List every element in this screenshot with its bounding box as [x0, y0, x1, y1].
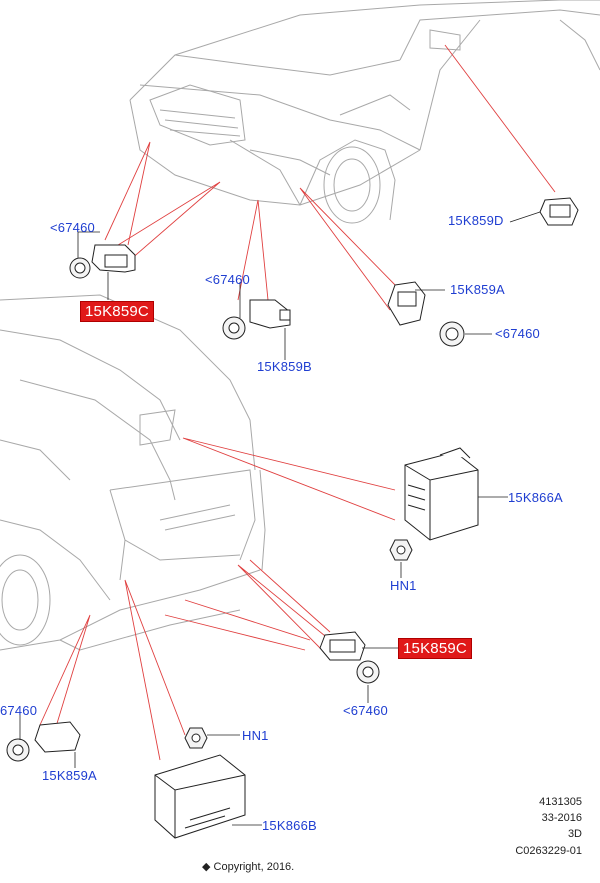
diagram-ref-number: 4131305: [539, 796, 582, 808]
callout-67460-front-left: <67460: [50, 220, 95, 235]
callout-67460-rear-right: <67460: [343, 703, 388, 718]
sensor-15k859d: [539, 197, 579, 226]
leader-lines: [39, 44, 556, 761]
callout-15k859a-bottom: 15K859A: [42, 768, 97, 783]
callout-15k866a: 15K866A: [508, 490, 563, 505]
callout-67460-front-center: <67460: [205, 272, 250, 287]
rear-vehicle-outline: [0, 294, 266, 651]
sensor-15k859c-bottom: [319, 631, 380, 684]
sensor-15k859c-top: [69, 244, 136, 279]
callout-15k859c-bottom: 15K859C: [398, 638, 472, 659]
diagram-id: C0263229-01: [515, 845, 582, 857]
callout-67460-rear-left: 67460: [0, 703, 38, 718]
module-15k866b: [154, 754, 246, 839]
callout-67460-front-right: <67460: [495, 326, 540, 341]
callout-hn1-bottom: HN1: [242, 728, 269, 743]
copyright-notice: ◆ Copyright, 2016.: [202, 861, 295, 873]
sensor-15k859a-top: [387, 281, 465, 347]
callout-15k859b: 15K859B: [257, 359, 312, 374]
sensor-15k859b: [222, 299, 291, 340]
callout-15k859d: 15K859D: [448, 213, 504, 228]
nut-hn1-bottom: [184, 727, 208, 749]
callout-15k859c-top: 15K859C: [80, 301, 154, 322]
diagram-date-code: 33-2016: [541, 812, 582, 824]
callout-15k866b: 15K866B: [262, 818, 317, 833]
front-vehicle-outline: [129, 0, 600, 224]
sensor-15k859a-bottom: [6, 721, 81, 762]
nut-hn1-top: [389, 539, 413, 561]
callout-leaders: [19, 211, 541, 826]
diagram-view-type: 3D: [567, 828, 582, 840]
module-15k866a: [404, 447, 479, 541]
callout-15k859a-top: 15K859A: [450, 282, 505, 297]
callout-hn1-top: HN1: [390, 578, 417, 593]
